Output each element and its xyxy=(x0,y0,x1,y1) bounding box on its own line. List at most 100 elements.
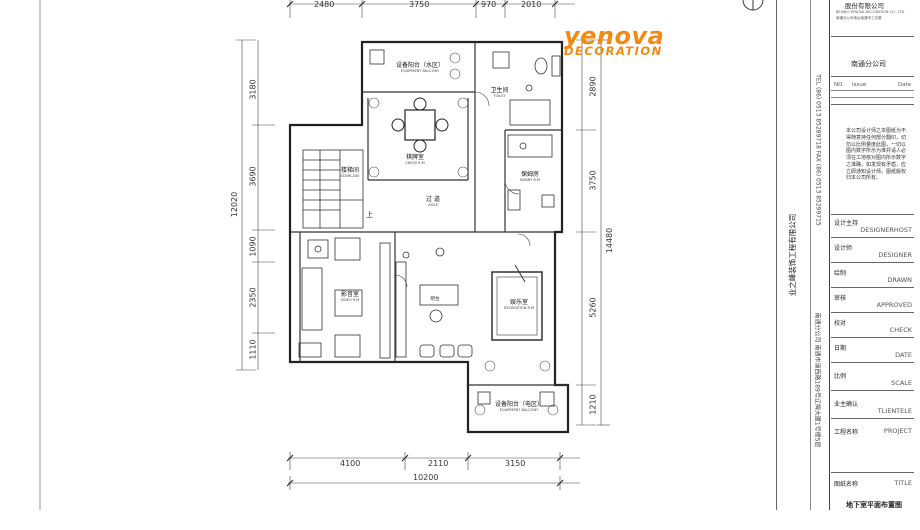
dimension-ticks xyxy=(286,0,564,487)
room-label-en: CHESS R.M xyxy=(405,160,425,165)
divider xyxy=(776,0,777,510)
company-address-small: 南通分公司地址南通市工农路 xyxy=(836,16,882,20)
tb-label-en: CHECK xyxy=(889,326,912,334)
room-label: 棋牌室 xyxy=(405,154,424,161)
room-label-en: TOILET xyxy=(493,93,506,98)
dim-left-3: 1090 xyxy=(248,236,258,257)
stair-up-mark: 上 xyxy=(366,211,373,219)
tb-title: 图纸名称 TITLE xyxy=(831,476,914,510)
tb-label: 审核 xyxy=(834,295,847,302)
chess-table xyxy=(391,97,449,153)
dim-left-4: 2350 xyxy=(248,287,258,308)
divider xyxy=(831,97,914,98)
tb-label: 业主确认 xyxy=(834,401,859,408)
dim-right-total: 14480 xyxy=(605,227,615,254)
room-label: 保姆房 xyxy=(520,171,539,178)
divider xyxy=(831,104,914,105)
video-room-furniture xyxy=(298,237,391,359)
company-vertical-address: 南通分公司 南通市濠西路189号辽梅大厦1号楼5层 xyxy=(813,312,821,448)
divider xyxy=(831,214,914,215)
rev-date: Date xyxy=(898,82,912,88)
tb-project: 工程名称 PROJECT xyxy=(831,424,914,473)
tb-label: 校对 xyxy=(834,320,847,327)
dim-bottom-total: 10200 xyxy=(413,473,439,482)
dim-top-4: 2010 xyxy=(521,0,542,9)
dimension-lines xyxy=(236,0,610,490)
doors xyxy=(394,91,531,288)
tb-label: 工程名称 xyxy=(834,429,859,436)
room-label: 影音室 xyxy=(340,291,359,298)
divider xyxy=(831,76,914,77)
dim-left-1: 3180 xyxy=(248,79,258,100)
logo-main-text: yenova xyxy=(564,22,665,50)
tb-check: 校对 CHECK xyxy=(831,315,914,338)
dim-right-4: 1210 xyxy=(588,394,598,415)
bar-furniture xyxy=(395,247,473,358)
dim-right-3: 5260 xyxy=(588,297,598,318)
floor-plan xyxy=(39,0,610,510)
room-video: 影音室 VIDEO R.M xyxy=(330,291,370,302)
pool-table xyxy=(491,264,543,341)
room-stairs: 楼梯间 STAIRCASE xyxy=(330,167,370,178)
toilet-fixtures xyxy=(509,55,561,126)
staircase xyxy=(302,149,364,229)
dim-left-5: 1110 xyxy=(248,339,258,360)
room-label-en: EQUIPMENT BALCONY xyxy=(499,407,539,412)
room-bar: 吧台 xyxy=(424,297,446,303)
tb-drawn: 绘制 DRAWN xyxy=(831,265,914,288)
dim-top-3: 970 xyxy=(481,0,497,9)
company-name-top: 股份有限公司 xyxy=(845,2,884,10)
room-equip-elec: 设备阳台（电区） EQUIPMENT BALCONY xyxy=(484,401,554,412)
tb-label-en: TLIENTELE xyxy=(877,407,912,415)
equipment xyxy=(369,49,555,407)
dim-left-total: 12020 xyxy=(230,191,240,218)
tb-label-en: DATE xyxy=(895,351,912,359)
tb-date: 日期 DATE xyxy=(831,340,914,363)
branch-name: 南通分公司 xyxy=(851,60,886,68)
room-label-en: RECREATION R.M xyxy=(504,305,534,310)
tb-label-en: APPROVED xyxy=(876,301,912,309)
room-nanny: 保姆房 NANNY R.M xyxy=(510,171,550,182)
tb-label: 设计师 xyxy=(834,245,853,252)
room-toilet: 卫生间 TOILET xyxy=(482,87,517,98)
tb-label-en: PROJECT xyxy=(883,427,912,435)
divider xyxy=(831,36,914,37)
tb-label: 绘制 xyxy=(834,270,847,277)
tb-label: 日期 xyxy=(834,345,847,352)
room-label: 卫生间 xyxy=(490,87,509,94)
dim-right-2: 3750 xyxy=(588,170,598,191)
tb-label: 比例 xyxy=(834,373,847,380)
divider xyxy=(831,90,914,91)
rev-no: NO. xyxy=(834,82,844,88)
dim-bottom-1: 4100 xyxy=(340,459,361,468)
divider xyxy=(810,0,811,510)
room-label-en: VIDEO R.M xyxy=(340,297,360,302)
plants xyxy=(368,52,559,416)
nanny-bed xyxy=(507,134,555,211)
room-label: 设备阳台（水区） xyxy=(395,62,444,69)
room-recreation: 娱乐室 RECREATION R.M xyxy=(494,299,544,310)
dim-right-1: 2890 xyxy=(588,76,598,97)
yenova-logo: yenova DECORATION xyxy=(564,22,664,58)
room-aisle: 过 道 AISLE xyxy=(413,196,453,207)
rev-issue: Issue xyxy=(852,82,867,88)
walls xyxy=(288,40,570,434)
room-label-en: AISLE xyxy=(428,202,438,207)
drawing-title: 地下室平面布置图 xyxy=(846,501,902,509)
company-vertical-name: 业之峰装饰工程有限公司 xyxy=(788,213,797,297)
tb-label: 图纸名称 xyxy=(834,481,859,488)
dim-bottom-2: 2110 xyxy=(428,459,449,468)
company-name-en: BEIJING YENOVA DECORATION CO., LTD xyxy=(836,10,905,14)
tb-label-en: DRAWN xyxy=(887,276,912,284)
room-chess: 棋牌室 CHESS R.M xyxy=(395,154,435,165)
room-label: 吧台 xyxy=(430,297,440,302)
tb-approved: 审核 APPROVED xyxy=(831,290,914,313)
tb-label-en: TITLE xyxy=(894,479,912,487)
room-equip-water: 设备阳台（水区） EQUIPMENT BALCONY xyxy=(385,62,455,73)
room-label-en: NANNY R.M xyxy=(520,177,540,182)
room-label: 楼梯间 xyxy=(340,167,359,174)
logo-sub-text: DECORATION xyxy=(564,44,663,58)
disclaimer-text: 本公司设计师之本图纸为不得随意持任何部分翻印，切勿以比例量度此图，一切以图内数字… xyxy=(846,128,907,182)
